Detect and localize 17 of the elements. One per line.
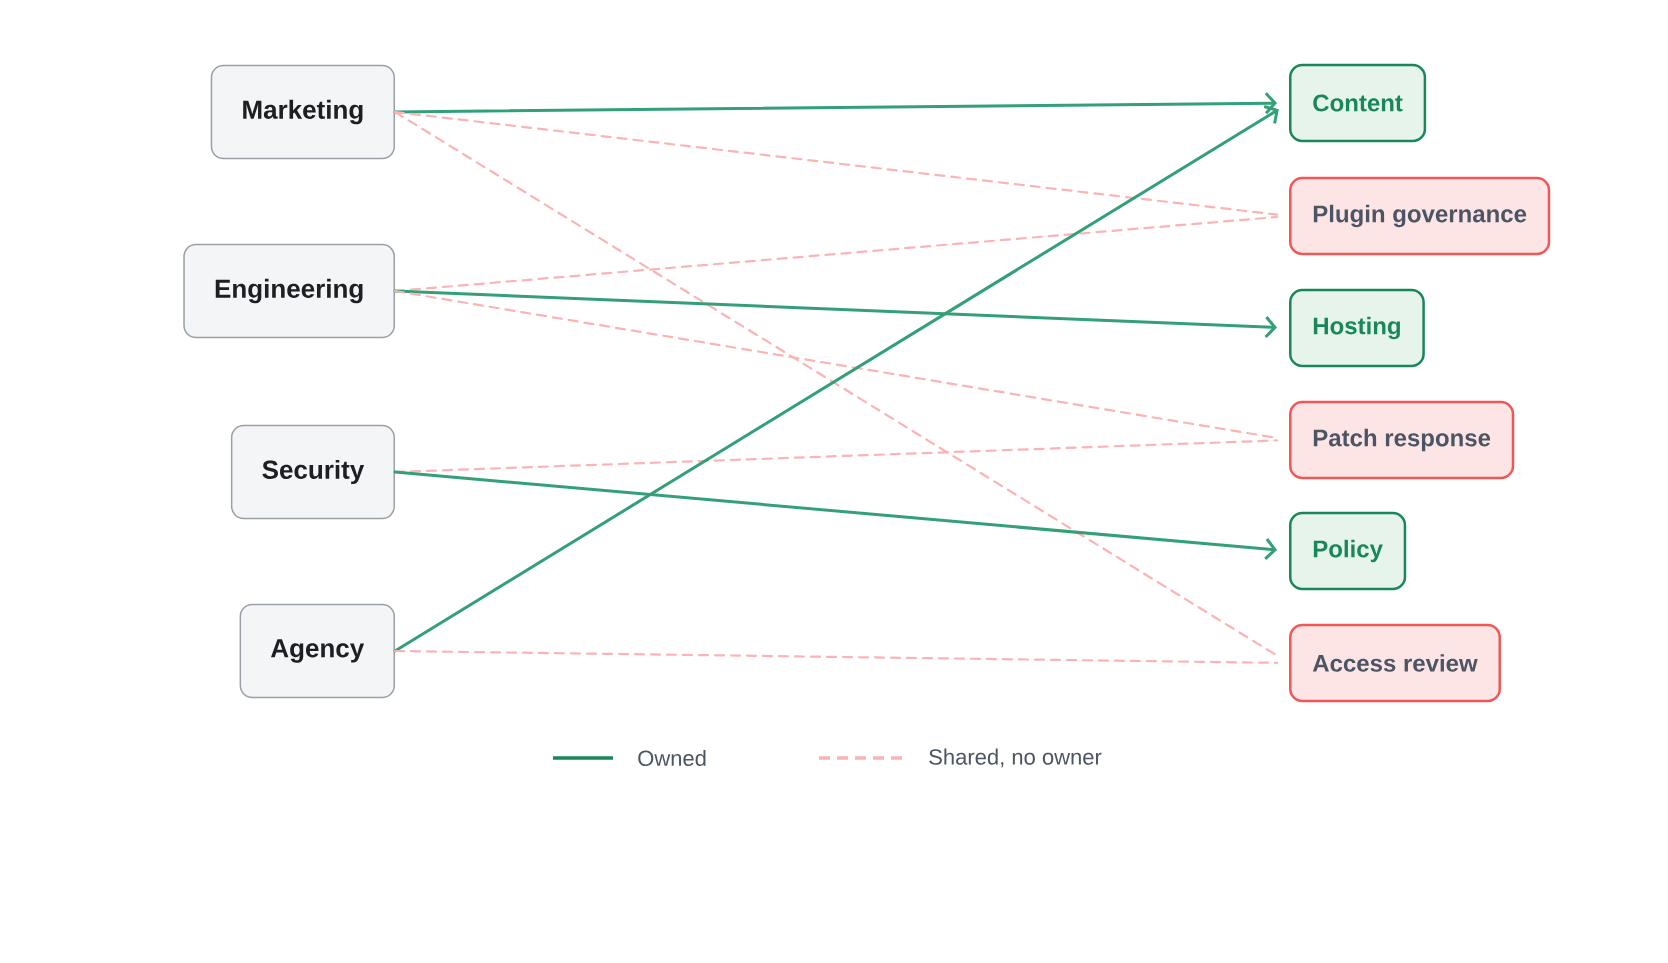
shared-task-box: Plugin governance xyxy=(1289,176,1551,256)
connector-line xyxy=(393,110,1279,216)
shared-task-box: Patch response xyxy=(1289,400,1515,480)
team-box: Engineering xyxy=(183,243,395,339)
team-box: Security xyxy=(230,424,395,520)
arrow xyxy=(393,289,1277,339)
shared-task-box: Access review xyxy=(1289,623,1501,703)
owned-task-box: Policy xyxy=(1289,511,1407,591)
team-box: Agency xyxy=(239,603,395,699)
arrow xyxy=(393,92,1277,115)
connector-line xyxy=(393,649,1279,664)
arrow xyxy=(393,470,1278,561)
owned-task-box: Content xyxy=(1289,63,1427,143)
legend-label: Owned xyxy=(638,749,706,767)
owned-task-box: Hosting xyxy=(1289,288,1425,368)
team-box: Marketing xyxy=(210,64,395,160)
legend-label: Shared, no owner xyxy=(929,748,1102,768)
